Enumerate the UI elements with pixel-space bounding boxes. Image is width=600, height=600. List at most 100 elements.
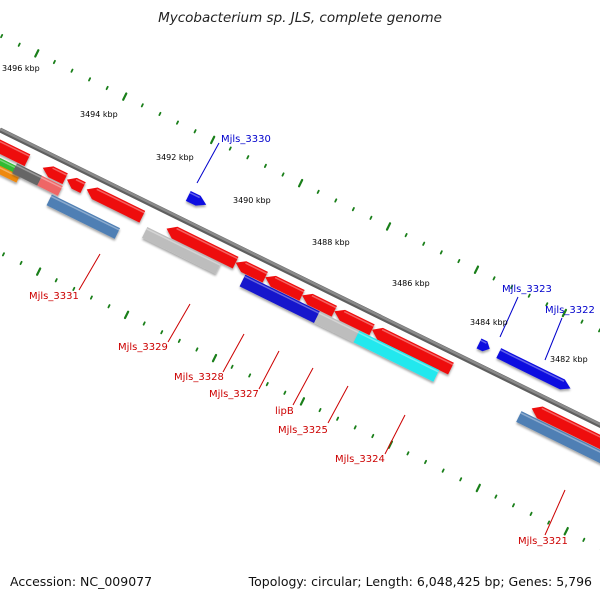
gene-arrow-mjls-3327-highlight	[274, 276, 305, 293]
gene-band-orange	[0, 165, 20, 183]
scale-tick	[140, 103, 144, 108]
gene-arrow-small-1	[42, 166, 68, 185]
inner-tick	[160, 330, 164, 335]
gene-arrow-lipb	[302, 293, 337, 317]
gene-label: Mjls_3323	[502, 284, 552, 295]
gene-band-pink	[37, 175, 63, 196]
scale-tick	[34, 49, 40, 58]
inner-tick	[248, 373, 252, 378]
gene-leader-line	[384, 414, 406, 455]
gene-leader-line	[544, 489, 566, 536]
gene-arrow-mjls-3331-highlight	[96, 188, 145, 214]
gene-arrow-mjls-3325-highlight	[343, 310, 375, 327]
gene-band-orange-highlight	[0, 167, 20, 178]
scale-tick	[210, 135, 216, 145]
scale-tick	[369, 215, 373, 220]
backbone-line	[0, 127, 600, 426]
gene-band-steelblue-1	[46, 194, 121, 239]
inner-tick	[299, 397, 306, 406]
scale-label: 3486 kbp	[392, 279, 430, 288]
gene-arrow-mjls-3325	[334, 309, 375, 336]
scale-label: 3494 kbp	[80, 110, 118, 119]
feature-layer	[0, 139, 600, 464]
gene-arrow-lipb-highlight	[311, 295, 337, 309]
inner-tick	[107, 304, 111, 309]
gene-label: Mjls_3322	[545, 305, 595, 316]
scale-tick	[88, 77, 92, 82]
gene-label: Mjls_3327	[209, 389, 259, 400]
scale-tick	[70, 68, 74, 73]
gene-arrow-left-red	[0, 139, 31, 167]
scale-label: 3496 kbp	[2, 64, 40, 73]
scale-tick	[193, 129, 197, 134]
scale-label: 3488 kbp	[312, 238, 350, 247]
gene-arrow-small-1-highlight	[52, 167, 68, 176]
scale-tick	[316, 189, 320, 194]
gene-band-gray-2	[314, 311, 360, 343]
inner-tick	[54, 278, 58, 283]
scale-tick	[122, 92, 128, 101]
scale-tick	[228, 146, 232, 151]
gene-band-pink-highlight	[40, 176, 63, 189]
gene-leader-line	[499, 296, 519, 338]
gene-leader-line	[258, 350, 280, 390]
genome-summary-text: Topology: circular; Length: 6,048,425 bp…	[248, 574, 592, 589]
gene-arrow-mjls-3327	[265, 275, 305, 301]
gene-label: Mjls_3325	[278, 425, 328, 436]
scale-label: 3492 kbp	[156, 153, 194, 162]
gene-label: Mjls_3331	[29, 291, 79, 302]
scale-tick	[17, 42, 21, 47]
label-leader-layer	[78, 142, 566, 536]
inner-tick	[441, 468, 445, 473]
gene-label: Mjls_3324	[335, 454, 385, 465]
tick-layer	[0, 34, 600, 551]
inner-tick	[529, 511, 533, 516]
inner-tick	[494, 494, 498, 499]
inner-tick	[475, 483, 481, 493]
gene-arrow-small-2-highlight	[75, 178, 86, 185]
gene-leader-line	[544, 317, 563, 361]
inner-tick	[195, 347, 199, 352]
scale-label: 3484 kbp	[470, 318, 508, 327]
inner-tick	[123, 310, 130, 320]
inner-tick	[89, 295, 93, 300]
gene-band-steelblue-1-highlight	[50, 195, 120, 231]
gene-arrow-mjls-3323	[476, 338, 490, 352]
scale-tick	[281, 172, 285, 177]
gene-label: Mjls_3321	[518, 536, 568, 547]
scale-tick	[439, 250, 443, 255]
scale-tick	[473, 265, 480, 274]
gene-band-blue	[239, 274, 320, 323]
gene-label: Mjls_3329	[118, 342, 168, 353]
scale-tick	[0, 34, 4, 39]
scale-tick	[334, 198, 338, 203]
gene-arrow-mjls-3330	[185, 190, 207, 206]
scale-tick	[105, 85, 109, 91]
gene-arrow-mjls-3331	[86, 187, 146, 223]
inner-tick	[459, 477, 463, 482]
genome-backbone	[0, 127, 600, 429]
inner-tick	[424, 459, 428, 465]
gene-arrow-left-red-highlight	[0, 140, 30, 157]
gene-arrow-mjls-3324	[372, 327, 454, 375]
scale-tick	[580, 319, 584, 324]
scale-tick	[561, 308, 568, 318]
gene-band-gray-dark-highlight	[15, 164, 42, 179]
inner-tick	[283, 390, 287, 395]
gene-label: Mjls_3328	[174, 372, 224, 383]
gene-label: Mjls_3330	[221, 134, 271, 145]
scale-tick	[52, 59, 56, 65]
gene-arrow-mjls-3321-highlight	[541, 407, 600, 438]
inner-tick	[265, 382, 269, 387]
inner-tick	[406, 451, 410, 456]
map-title: Mycobacterium sp. JLS, complete genome	[158, 10, 442, 26]
scale-tick	[422, 241, 426, 246]
gene-arrow-mjls-3330-highlight	[189, 192, 200, 199]
gene-band-gray-dark	[12, 163, 43, 186]
gene-band-cyan-highlight	[358, 331, 439, 373]
inner-tick	[230, 364, 234, 369]
inner-tick	[177, 338, 181, 343]
inner-tick	[36, 267, 42, 276]
